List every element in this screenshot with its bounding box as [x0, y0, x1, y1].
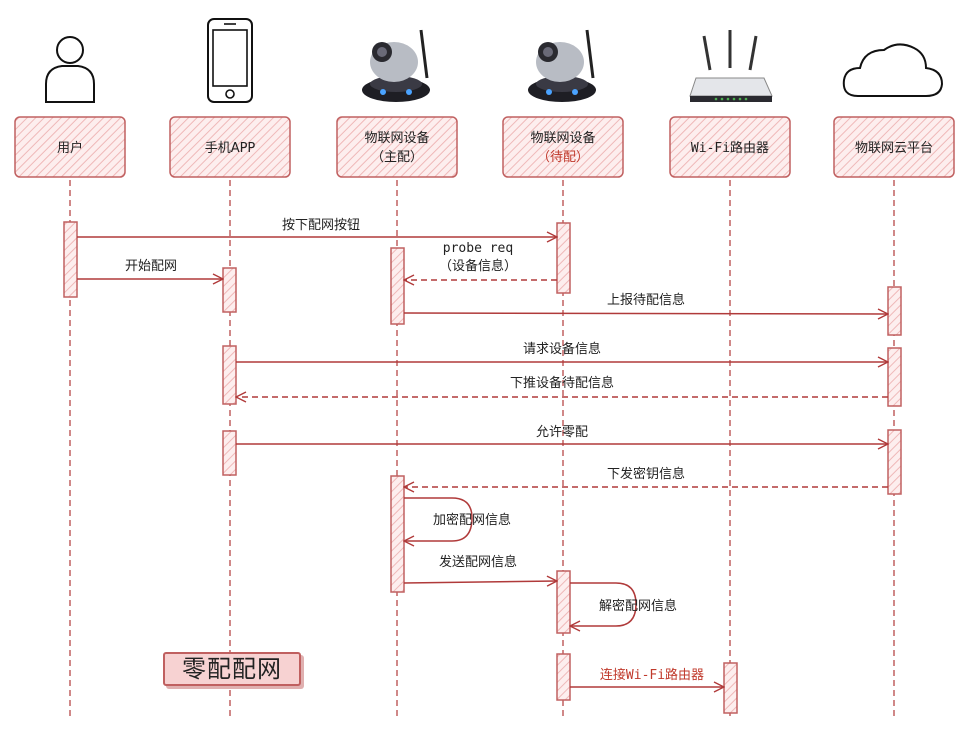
participant-label: 用户	[57, 140, 83, 156]
activation-bar	[390, 475, 405, 593]
message-label: 按下配网按钮	[282, 218, 360, 233]
message-label: 开始配网	[125, 259, 177, 274]
participant-router: Wi-Fi路由器	[669, 116, 791, 178]
camera-icon	[362, 29, 430, 102]
message-arrow	[403, 313, 888, 314]
message-label: 下发密钥信息	[607, 466, 685, 482]
participant-dev-main: 物联网设备 （主配）	[336, 116, 458, 178]
participant-label: 手机APP	[205, 141, 256, 156]
participant-dev-wait: 物联网设备 （待配）	[502, 116, 624, 178]
activation-bar	[723, 662, 738, 714]
message-label: 请求设备信息	[523, 341, 601, 357]
activation-bar	[390, 247, 405, 325]
participant-label: 物联网云平台	[855, 141, 933, 156]
router-icon	[689, 30, 773, 102]
camera-icon	[528, 29, 596, 102]
message-label: 允许零配	[536, 424, 588, 440]
activation-bar	[556, 653, 571, 701]
activation-bar	[887, 347, 902, 407]
activation-bar	[887, 286, 902, 336]
participant-label: Wi-Fi路由器	[691, 140, 769, 156]
message-label: 连接Wi-Fi路由器	[600, 667, 704, 683]
cloud-icon	[842, 43, 944, 97]
participant-app: 手机APP	[169, 116, 291, 178]
message-label: 加密配网信息	[433, 512, 511, 528]
activation-bar	[556, 222, 571, 294]
self-message-arrow	[570, 582, 637, 626]
activation-bar	[556, 570, 571, 634]
participant-sublabel: （待配）	[537, 150, 589, 165]
diagram-title: 零配配网	[163, 652, 301, 686]
participant-label: 物联网设备	[364, 130, 429, 146]
activation-bar	[222, 430, 237, 476]
message-arrow	[403, 581, 557, 583]
message-label: 下推设备待配信息	[510, 375, 614, 391]
self-message-arrow	[404, 497, 473, 541]
message-label: 上报待配信息	[607, 292, 685, 308]
message-label: 发送配网信息	[439, 554, 517, 570]
phone-icon	[207, 18, 253, 103]
participant-user: 用户	[14, 116, 126, 178]
person-icon	[45, 36, 95, 103]
participant-cloud: 物联网云平台	[833, 116, 955, 178]
participant-sublabel: （主配）	[371, 150, 423, 165]
activation-bar	[222, 345, 237, 405]
message-sublabel: （设备信息）	[439, 258, 517, 274]
activation-bar	[222, 267, 237, 313]
activation-bar	[63, 221, 78, 298]
message-label: 解密配网信息	[599, 598, 677, 614]
message-label: probe req	[443, 241, 513, 256]
activation-bar	[887, 429, 902, 495]
participant-label: 物联网设备	[530, 130, 595, 146]
